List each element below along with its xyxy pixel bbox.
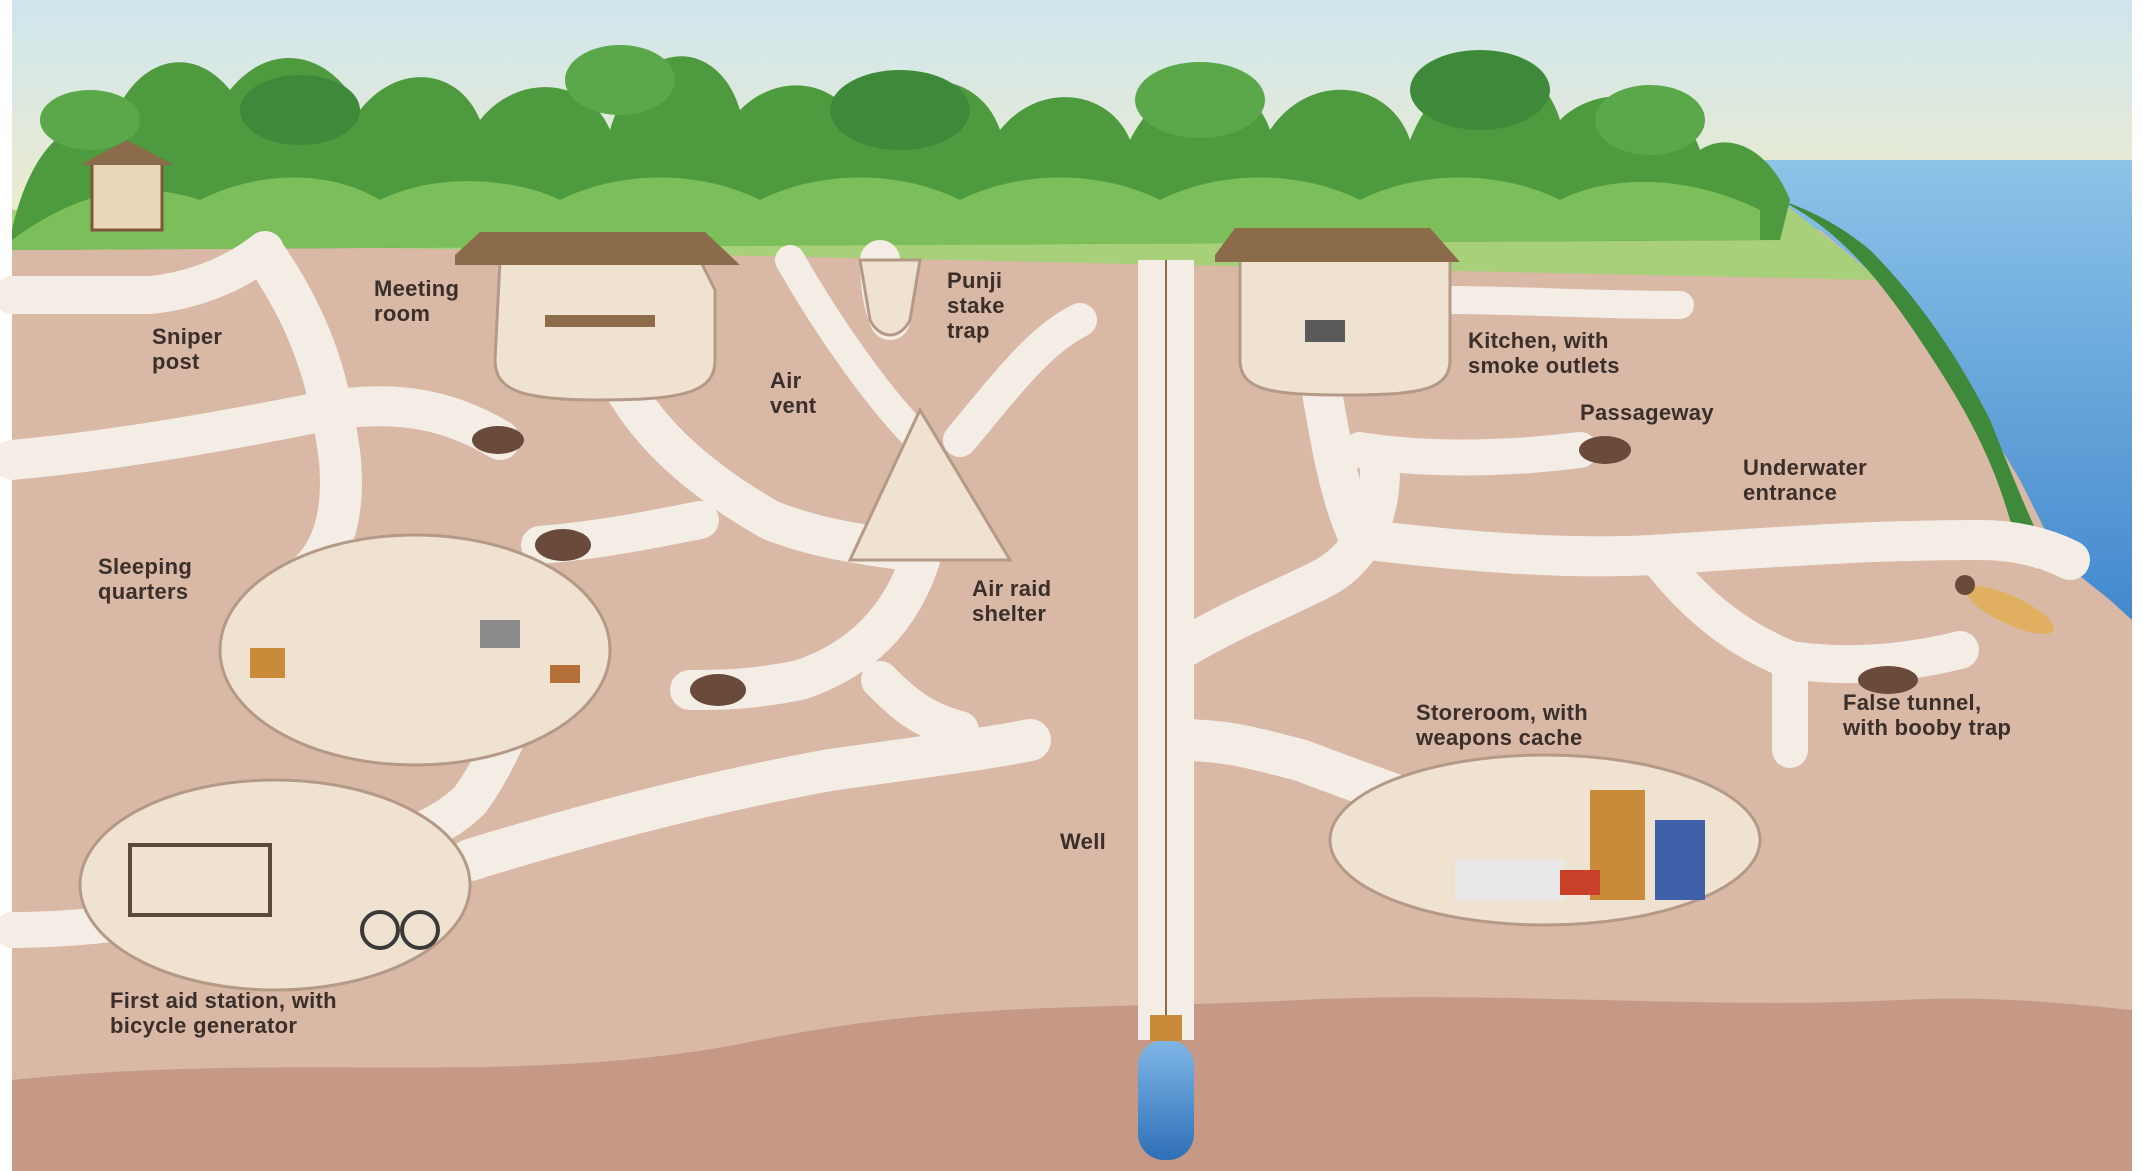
label-line: shelter [972,601,1051,626]
label-line: room [374,301,459,326]
meeting-room [495,260,715,400]
label-line: Storeroom, with [1416,700,1588,725]
label-air-raid-shelter: Air raid shelter [972,576,1051,626]
label-line: quarters [98,579,192,604]
tunnel-to-water [1370,540,2070,560]
label-line: Air raid [972,576,1051,601]
label-air-vent: Air vent [770,368,816,418]
well-shaft [1138,260,1194,1160]
label-false-tunnel: False tunnel, with booby trap [1843,690,2011,740]
label-first-aid: First aid station, with bicycle generato… [110,988,337,1038]
label-line: Sleeping [98,554,192,579]
label-line: False tunnel, [1843,690,2011,715]
label-line: weapons cache [1416,725,1588,750]
label-line: Punji [947,268,1005,293]
label-line: stake [947,293,1005,318]
label-sleeping-quarters: Sleeping quarters [98,554,192,604]
label-line: Underwater [1743,455,1867,480]
label-line: vent [770,393,816,418]
jungle-canopy [12,45,1790,250]
label-line: Passageway [1580,400,1714,425]
label-passageway: Passageway [1580,400,1714,425]
label-line: Well [1060,829,1106,854]
label-line: with booby trap [1843,715,2011,740]
label-storeroom: Storeroom, with weapons cache [1416,700,1588,750]
label-line: smoke outlets [1468,353,1620,378]
label-sniper-post: Sniper post [152,324,222,374]
label-line: trap [947,318,1005,343]
label-line: Kitchen, with [1468,328,1620,353]
tunnel-kitchen-outlet [1450,300,1680,305]
first-aid-station [80,780,470,990]
label-line: entrance [1743,480,1867,505]
tunnel-passage [1360,450,1580,458]
label-line: Air [770,368,816,393]
label-kitchen: Kitchen, with smoke outlets [1468,328,1620,378]
label-line: post [152,349,222,374]
label-underwater-entrance: Underwater entrance [1743,455,1867,505]
label-line: bicycle generator [110,1013,337,1038]
label-punji-stake-trap: Punji stake trap [947,268,1005,343]
label-meeting-room: Meeting room [374,276,459,326]
label-line: Sniper [152,324,222,349]
label-well: Well [1060,829,1106,854]
label-line: Meeting [374,276,459,301]
label-line: First aid station, with [110,988,337,1013]
